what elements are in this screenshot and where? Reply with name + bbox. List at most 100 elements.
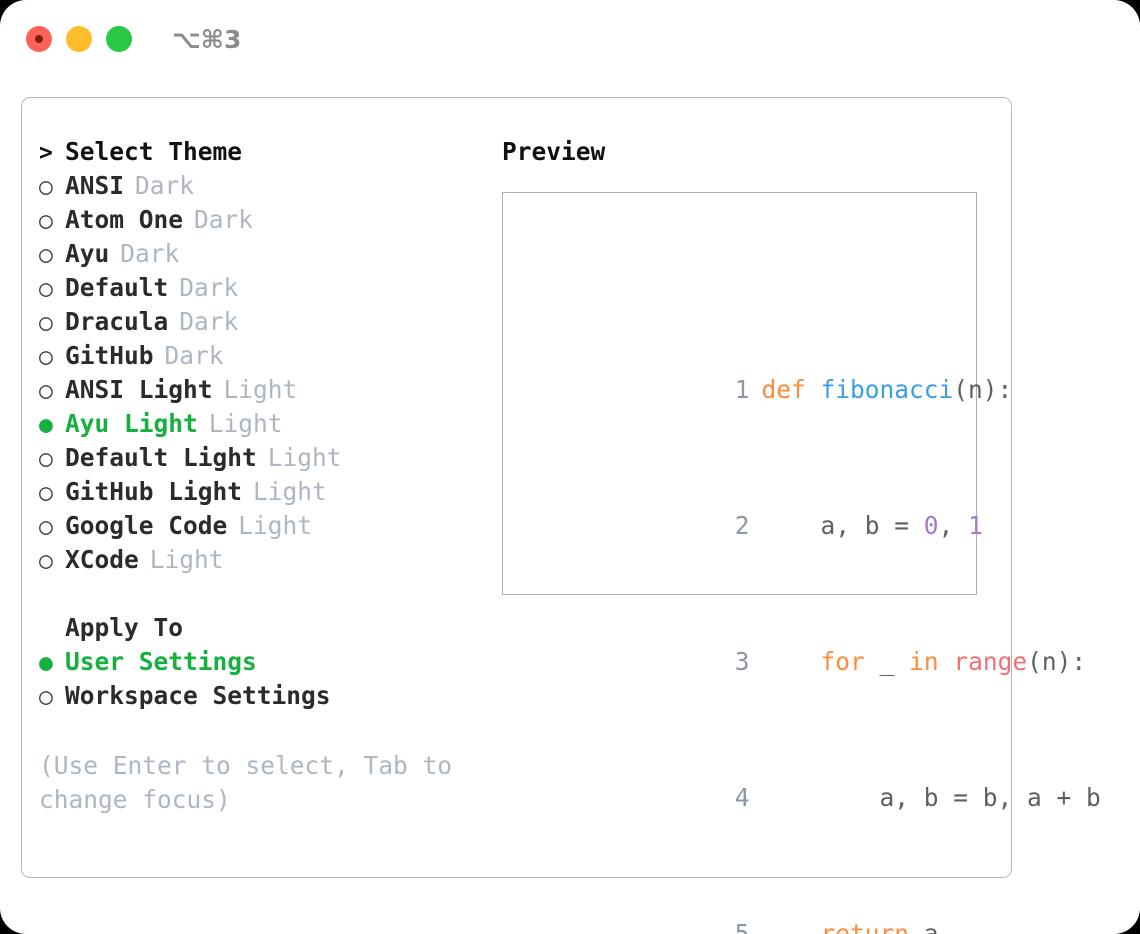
theme-variant: Dark [179, 273, 239, 302]
theme-name: ANSI [65, 171, 125, 200]
code-line: 3 for _ in range(n): [513, 611, 1130, 676]
apply-to-option-workspace-settings[interactable]: ○ Workspace Settings [39, 681, 509, 715]
code-token: for [820, 647, 865, 676]
radio-icon[interactable]: ○ [39, 480, 53, 506]
select-theme-header: > Select Theme [39, 137, 509, 171]
theme-item-github[interactable]: ○ GitHub Dark [39, 341, 509, 375]
theme-name: Atom One [65, 205, 184, 234]
code-token [762, 919, 821, 934]
radio-icon[interactable]: ○ [39, 514, 53, 540]
line-number: 1 [734, 375, 750, 404]
code-line: 5 return a [513, 883, 1130, 934]
theme-variant: Light [238, 511, 313, 540]
code-token: range [953, 647, 1028, 676]
radio-icon[interactable]: ○ [39, 242, 53, 268]
radio-selected-icon[interactable]: ● [39, 412, 53, 438]
radio-icon[interactable]: ○ [39, 310, 53, 336]
radio-icon[interactable]: ○ [39, 344, 53, 370]
theme-variant: Dark [120, 239, 180, 268]
keyboard-shortcut-label: ⌥⌘3 [172, 24, 242, 54]
code-token: a, b = b, a + b [761, 783, 1101, 812]
theme-variant: Light [253, 477, 327, 506]
theme-list-column: > Select Theme ○ ANSI Dark ○ Atom One Da… [39, 137, 509, 817]
code-line: 4 a, b = b, a + b [513, 747, 1130, 812]
theme-variant: Dark [194, 205, 254, 234]
apply-to-option-label: Workspace Settings [65, 681, 331, 710]
code-token: def [761, 375, 821, 404]
theme-item-ayu-light[interactable]: ● Ayu Light Light [39, 409, 509, 443]
theme-item-default[interactable]: ○ Default Dark [39, 273, 509, 307]
radio-icon[interactable]: ○ [39, 276, 53, 302]
theme-variant: Dark [179, 307, 239, 336]
code-token: a [909, 919, 939, 934]
theme-item-ansi-light[interactable]: ○ ANSI Light Light [39, 375, 509, 409]
theme-name: GitHub Light [65, 477, 243, 506]
theme-name: XCode [65, 545, 139, 574]
theme-name: Default [65, 273, 169, 302]
code-token: in [909, 647, 939, 676]
code-token: (n): [1027, 647, 1087, 676]
theme-item-xcode[interactable]: ○ XCode Light [39, 545, 509, 579]
window-controls [26, 26, 132, 52]
radio-selected-icon[interactable]: ● [39, 650, 53, 676]
title-bar: ⌥⌘3 [0, 0, 1140, 78]
line-number: 5 [734, 919, 750, 934]
caret-icon: > [39, 140, 53, 166]
code-token: fibonacci [820, 375, 954, 404]
theme-variant: Dark [135, 171, 195, 200]
main-panel: > Select Theme ○ ANSI Dark ○ Atom One Da… [21, 97, 1101, 934]
radio-icon[interactable]: ○ [39, 548, 53, 574]
code-token: a, b = [761, 511, 924, 540]
apply-to-header: ○ Apply To [39, 613, 509, 647]
theme-item-google-code[interactable]: ○ Google Code Light [39, 511, 509, 545]
theme-variant: Light [223, 375, 298, 404]
theme-item-ansi[interactable]: ○ ANSI Dark [39, 171, 509, 205]
preview-title: Preview [502, 137, 606, 166]
code-token: , [938, 511, 969, 540]
code-token: _ [864, 647, 910, 676]
keyboard-hint-text: (Use Enter to select, Tab to change focu… [39, 751, 453, 814]
theme-variant: Light [149, 545, 224, 574]
theme-name: GitHub [65, 341, 154, 370]
theme-item-ayu[interactable]: ○ Ayu Dark [39, 239, 509, 273]
code-token: 0 [923, 511, 939, 540]
code-token: 1 [968, 511, 983, 540]
apply-to-title: Apply To [65, 613, 184, 642]
theme-item-atom-one[interactable]: ○ Atom One Dark [39, 205, 509, 239]
apply-to-option-user-settings[interactable]: ● User Settings [39, 647, 509, 681]
theme-item-default-light[interactable]: ○ Default Light Light [39, 443, 509, 477]
line-number: 4 [734, 783, 750, 812]
radio-icon[interactable]: ○ [39, 378, 53, 404]
theme-name: ANSI Light [65, 375, 213, 404]
section-spacer [39, 579, 509, 613]
code-token: return [820, 919, 910, 934]
code-token [939, 647, 954, 676]
theme-item-dracula[interactable]: ○ Dracula Dark [39, 307, 509, 341]
maximize-button[interactable] [106, 26, 132, 52]
theme-name: Default Light [65, 443, 257, 472]
theme-variant: Light [267, 443, 342, 472]
radio-icon[interactable]: ○ [39, 174, 53, 200]
code-line: 1 def fibonacci(n): [513, 339, 1130, 404]
radio-icon[interactable]: ○ [39, 446, 53, 472]
theme-name: Dracula [65, 307, 169, 336]
apply-to-marker-placeholder: ○ [39, 618, 65, 641]
theme-name: Ayu Light [65, 409, 198, 438]
radio-icon[interactable]: ○ [39, 684, 53, 710]
radio-icon[interactable]: ○ [39, 208, 53, 234]
close-button[interactable] [26, 26, 52, 52]
code-line: 2 a, b = 0, 1 [513, 475, 1130, 540]
minimize-button[interactable] [66, 26, 92, 52]
apply-to-option-label: User Settings [65, 647, 257, 676]
code-token: (n): [953, 375, 1013, 404]
line-number: 2 [734, 511, 750, 540]
theme-item-github-light[interactable]: ○ GitHub Light Light [39, 477, 509, 511]
select-theme-title: Select Theme [65, 137, 243, 166]
theme-name: Ayu [65, 239, 110, 268]
theme-name: Google Code [65, 511, 228, 540]
theme-variant: Dark [164, 341, 224, 370]
